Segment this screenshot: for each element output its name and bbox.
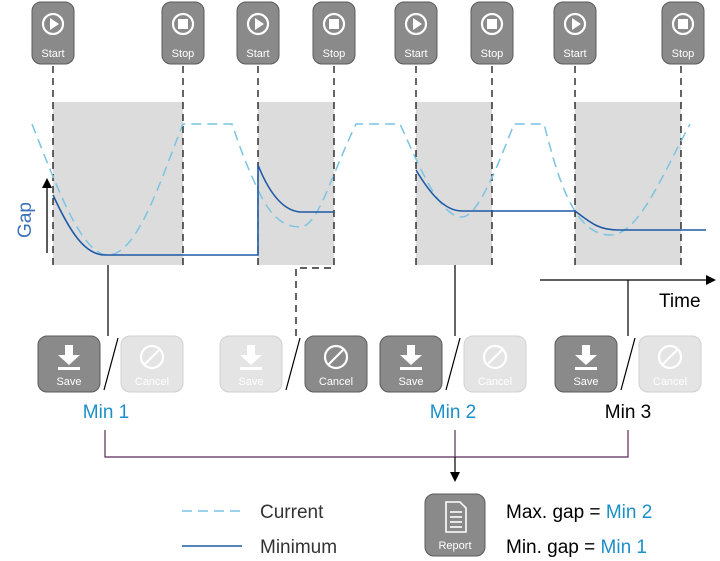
- legend-minimum-label: Minimum: [260, 537, 337, 558]
- start-button[interactable]: Start: [31, 1, 75, 65]
- window-connectors: [107, 265, 629, 336]
- download-arrow-icon: [575, 345, 597, 370]
- slash-divider: [103, 337, 119, 391]
- min-gap-value: Min 1: [601, 537, 647, 558]
- minimum-gap-curve: [415, 169, 706, 231]
- report-button-label: Report: [438, 540, 471, 552]
- stop-button[interactable]: Stop: [470, 1, 514, 65]
- max-gap-prefix: Max. gap =: [506, 502, 606, 523]
- save-button[interactable]: Save: [554, 335, 618, 393]
- cancel-button-body[interactable]: [638, 335, 702, 393]
- y-axis-label: Gap: [15, 202, 36, 238]
- download-arrow-icon: [240, 345, 262, 370]
- save-button[interactable]: Save: [219, 335, 283, 393]
- cancel-button[interactable]: Cancel: [120, 335, 184, 393]
- stop-button[interactable]: Stop: [312, 1, 356, 65]
- cancel-icon: [139, 344, 165, 370]
- save-button-label: Save: [573, 376, 598, 388]
- cancel-icon: [482, 344, 508, 370]
- current-gap-curve: [31, 123, 691, 256]
- start-stop-buttons: Start Stop Start Stop: [31, 1, 705, 65]
- save-button[interactable]: Save: [379, 335, 443, 393]
- cancel-button-label: Cancel: [653, 376, 687, 388]
- slash-divider: [445, 337, 461, 391]
- report-button[interactable]: Report: [424, 493, 486, 557]
- min-gap-prefix: Min. gap =: [506, 537, 601, 558]
- start-button[interactable]: Start: [394, 1, 438, 65]
- measurement-window-4: [575, 102, 681, 265]
- start-button-label: Start: [246, 48, 269, 60]
- start-button[interactable]: Start: [236, 1, 280, 65]
- min-2-label: Min 2: [430, 402, 476, 423]
- legend: Current Minimum: [182, 502, 337, 558]
- download-arrow-icon: [400, 345, 422, 370]
- stop-button-label: Stop: [323, 48, 346, 60]
- stop-button-label: Stop: [172, 48, 195, 60]
- max-gap-line: Max. gap = Min 2: [506, 502, 652, 523]
- play-icon: [404, 12, 428, 36]
- play-icon: [41, 12, 65, 36]
- save-cancel-groups: Save Cancel Save: [37, 335, 702, 393]
- play-icon: [563, 12, 587, 36]
- save-button[interactable]: Save: [37, 335, 101, 393]
- cancel-button-label: Cancel: [319, 376, 353, 388]
- document-icon: [445, 501, 467, 533]
- cancel-button[interactable]: Cancel: [638, 335, 702, 393]
- x-axis-label: Time: [659, 291, 701, 312]
- stop-icon: [322, 12, 346, 36]
- cancel-button[interactable]: Cancel: [304, 335, 368, 393]
- measurement-window-3: [416, 102, 492, 265]
- measurement-windows: [53, 102, 681, 265]
- bracket-line: [104, 430, 629, 458]
- start-button[interactable]: Start: [553, 1, 597, 65]
- legend-current-label: Current: [260, 502, 324, 523]
- start-button-label: Start: [41, 48, 64, 60]
- axes: [42, 178, 716, 285]
- minimum-gap-curve: [52, 164, 334, 256]
- stop-icon: [171, 12, 195, 36]
- start-button-label: Start: [404, 48, 427, 60]
- cancel-button-body[interactable]: [304, 335, 368, 393]
- save-button-label: Save: [238, 376, 263, 388]
- min-1-label: Min 1: [83, 402, 129, 423]
- min-gap-line: Min. gap = Min 1: [506, 537, 647, 558]
- measurement-window-2: [258, 102, 334, 265]
- stop-button[interactable]: Stop: [661, 1, 705, 65]
- report-arrowhead: [450, 472, 460, 482]
- save-button-label: Save: [56, 376, 81, 388]
- start-button-label: Start: [563, 48, 586, 60]
- summary-bracket: [104, 430, 629, 458]
- stop-button-label: Stop: [672, 48, 695, 60]
- measurement-window-1: [53, 102, 183, 265]
- slash-divider: [620, 337, 636, 391]
- slash-divider: [285, 337, 301, 391]
- save-button-label: Save: [398, 376, 423, 388]
- connector-line: [295, 267, 334, 336]
- min-3-label: Min 3: [605, 402, 651, 423]
- cancel-button-body[interactable]: [463, 335, 527, 393]
- stop-button-label: Stop: [481, 48, 504, 60]
- cancel-icon: [657, 344, 683, 370]
- cancel-icon: [323, 344, 349, 370]
- y-axis-arrowhead: [42, 178, 52, 188]
- cancel-button-label: Cancel: [135, 376, 169, 388]
- download-arrow-icon: [58, 345, 80, 370]
- cancel-button-label: Cancel: [478, 376, 512, 388]
- stop-icon: [480, 12, 504, 36]
- stop-button[interactable]: Stop: [161, 1, 205, 65]
- x-axis-arrowhead: [706, 275, 716, 285]
- play-icon: [246, 12, 270, 36]
- cancel-button-body[interactable]: [120, 335, 184, 393]
- report-button-body[interactable]: [424, 493, 486, 557]
- stop-icon: [671, 12, 695, 36]
- max-gap-value: Min 2: [606, 502, 652, 523]
- cancel-button[interactable]: Cancel: [463, 335, 527, 393]
